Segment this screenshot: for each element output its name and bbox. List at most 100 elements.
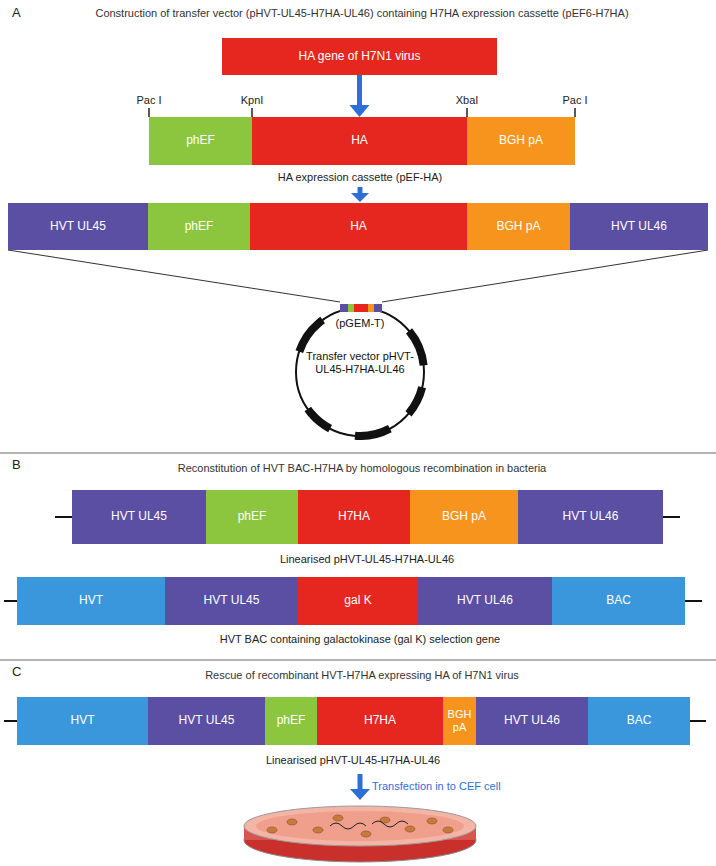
cells <box>267 815 453 837</box>
caption-label: KpnI <box>241 94 264 107</box>
segment-label: phEF <box>277 714 306 728</box>
segment-label: HA <box>350 220 367 234</box>
caption-label: Rescue of recombinant HVT-H7HA expressin… <box>205 669 519 682</box>
segment-label: phEF <box>185 220 214 234</box>
gene-segment: HVT <box>17 697 148 745</box>
panel-letter: C <box>12 664 21 680</box>
caption-label: Linearised pHVT-UL45-H7HA-UL46 <box>280 553 454 566</box>
insert-line <box>382 250 708 302</box>
dna-line <box>55 516 72 518</box>
gene-segment: H7HA <box>298 490 410 544</box>
dna-line <box>4 600 17 602</box>
caption-label: Reconstitution of HVT BAC-H7HA by homolo… <box>178 462 546 475</box>
segment-label: phEF <box>186 134 215 148</box>
gene-segment: HA gene of H7N1 virus <box>222 38 497 75</box>
panel-letter: B <box>12 457 21 473</box>
segment-label: HVT UL45 <box>50 220 106 234</box>
caption-label: Transfection in to CEF cell <box>372 780 501 793</box>
insert-band <box>348 304 354 312</box>
segment-label: HA <box>351 134 368 148</box>
gene-segment: HA <box>250 203 467 250</box>
gene-segment: HVT UL45 <box>72 490 206 544</box>
site-tick <box>251 108 253 117</box>
gene-segment: phEF <box>148 203 250 250</box>
caption-label: HVT BAC containing galactokinase (gal K)… <box>220 633 500 646</box>
flow-arrow <box>358 774 363 790</box>
segment-label: BGH pA <box>443 708 476 733</box>
plasmid-circle: (pGEM-T) Transfer vector pHVT-UL45-H7HA-U… <box>290 300 430 440</box>
caption-label: HA expression cassette (pEF-HA) <box>278 171 442 184</box>
dna-line <box>690 720 706 722</box>
segment-label: HVT UL46 <box>563 510 619 524</box>
gene-segment: HVT UL46 <box>570 203 708 250</box>
insert-band <box>368 304 374 312</box>
segment-label: HVT <box>79 594 103 608</box>
segment-label: HVT UL45 <box>111 510 167 524</box>
panel-letter: A <box>12 5 21 21</box>
gene-segment: BAC <box>552 577 685 625</box>
dna-strand <box>372 821 408 827</box>
gene-segment: HVT UL45 <box>8 203 148 250</box>
gene-segment: phEF <box>206 490 298 544</box>
insert-line <box>8 250 340 302</box>
segment-label: phEF <box>238 510 267 524</box>
caption-label: Linearised pHVT-UL45-H7HA-UL46 <box>266 754 440 767</box>
segment-label: HVT <box>71 714 95 728</box>
caption-label: Pac I <box>136 94 161 107</box>
segment-label: BGH pA <box>442 510 486 524</box>
segment-label: BAC <box>606 594 631 608</box>
flow-arrow-head <box>350 789 370 800</box>
gene-segment: HVT <box>17 577 165 625</box>
segment-label: BGH pA <box>496 220 540 234</box>
flow-arrow-head <box>351 193 369 202</box>
gene-segment: HA <box>252 117 467 165</box>
cell <box>427 818 437 824</box>
cell <box>361 831 371 837</box>
segment-label: HVT UL45 <box>179 714 235 728</box>
flow-arrow-head <box>350 105 370 117</box>
gene-segment: HVT UL46 <box>418 577 552 625</box>
gene-segment: BGH pA <box>443 697 476 745</box>
caption-label: Construction of transfer vector (pHVT-UL… <box>95 7 628 20</box>
insert-band <box>354 304 368 312</box>
segment-label: BGH pA <box>499 134 543 148</box>
segment-label: BAC <box>627 714 652 728</box>
cell <box>313 827 323 833</box>
gene-segment: HVT UL46 <box>518 490 663 544</box>
dna-strand <box>330 823 366 829</box>
gene-segment: BGH pA <box>467 203 570 250</box>
plasmid-label: Transfer vector pHVT-UL45-H7HA-UL46 <box>300 350 420 375</box>
insert-band <box>340 304 348 312</box>
segment-label: gal K <box>344 594 371 608</box>
cell <box>287 819 297 825</box>
segment-label: HA gene of H7N1 virus <box>298 50 420 64</box>
gene-segment: phEF <box>149 117 252 165</box>
site-tick <box>574 108 576 117</box>
flow-arrow <box>350 75 370 117</box>
cell <box>443 827 453 833</box>
dish-medium <box>256 811 464 841</box>
segment-label: HVT UL46 <box>457 594 513 608</box>
gene-segment: phEF <box>265 697 317 745</box>
segment-label: HVT UL45 <box>204 594 260 608</box>
caption-label: Pac I <box>562 94 587 107</box>
plasmid-segments <box>290 300 430 440</box>
panel-divider <box>0 452 716 454</box>
caption-label: XbaI <box>456 94 479 107</box>
segment-label: H7HA <box>338 510 370 524</box>
dish-top <box>244 806 476 846</box>
gene-segment: BAC <box>588 697 690 745</box>
site-tick <box>466 108 468 117</box>
cell <box>405 826 415 832</box>
insert-band <box>374 304 382 312</box>
panel-divider <box>0 659 716 661</box>
gene-segment: H7HA <box>317 697 443 745</box>
dna-line <box>4 720 17 722</box>
dna-line <box>685 600 702 602</box>
vector-name: (pGEM-T) <box>290 317 430 330</box>
gene-segment: HVT UL46 <box>476 697 588 745</box>
dna-line <box>663 516 680 518</box>
gene-segment: HVT UL45 <box>148 697 265 745</box>
flow-arrow <box>358 187 363 194</box>
cell <box>267 827 277 833</box>
